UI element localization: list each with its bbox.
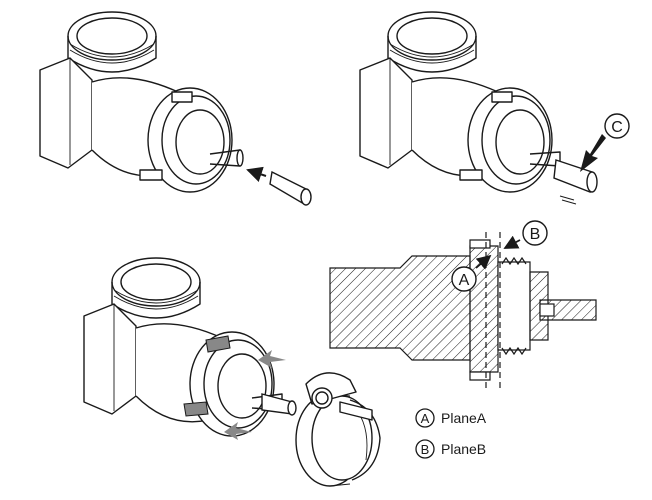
step2-motion-marks xyxy=(559,195,577,205)
step1-adapter-sleeve xyxy=(269,170,312,206)
step3-valve xyxy=(83,257,283,437)
legend-item-plane-a-label: PlaneA xyxy=(441,410,487,426)
legend: A PlaneA B PlaneB xyxy=(415,408,487,459)
callout-a: A xyxy=(451,266,477,292)
step2-adapter-sleeve xyxy=(553,159,598,193)
cross-section xyxy=(329,239,597,381)
thermostat-head xyxy=(295,372,381,487)
step2-valve xyxy=(359,11,561,193)
legend-item-plane-b-label: PlaneB xyxy=(441,441,486,457)
plane-b-pointer xyxy=(503,235,521,249)
step3-adapter-sleeve xyxy=(261,393,297,416)
step1-insert-arrow xyxy=(246,166,267,183)
callout-a-letter: A xyxy=(459,272,470,289)
callout-c: C xyxy=(604,113,630,139)
callout-b: B xyxy=(522,220,548,246)
callout-c-letter: C xyxy=(611,119,623,136)
legend-item-plane-a-letter: A xyxy=(421,411,430,426)
step3-gray-arrows xyxy=(224,350,286,440)
step3-latch-markers xyxy=(183,335,231,417)
legend-item-plane-a: A PlaneA xyxy=(415,408,487,428)
plane-a-pointer xyxy=(475,254,492,270)
callout-b-letter: B xyxy=(530,226,541,243)
step1-valve xyxy=(39,11,244,193)
legend-item-plane-b-letter: B xyxy=(421,442,430,457)
step2-push-arrow xyxy=(580,134,606,172)
legend-item-plane-b: B PlaneB xyxy=(415,439,486,459)
